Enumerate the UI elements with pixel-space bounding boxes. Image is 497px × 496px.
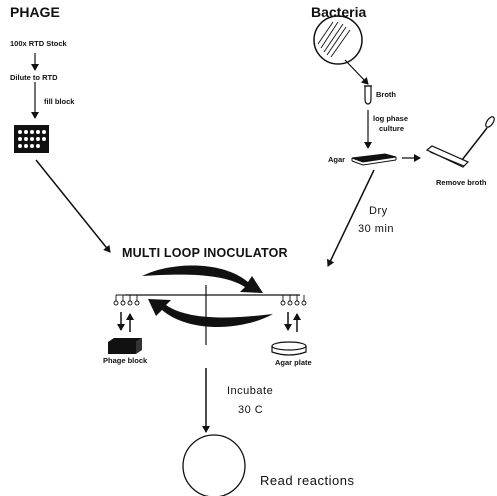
bacteria-title: Bacteria	[311, 4, 367, 20]
streak-plate	[313, 15, 363, 65]
fill-block-label: fill block	[44, 97, 75, 106]
result-plate	[182, 434, 246, 496]
agar-plate-dish	[271, 341, 307, 356]
stock-label: 100x RTD Stock	[10, 39, 67, 48]
incubate-temp-label: 30 C	[238, 404, 264, 416]
arrow-phage-to-inoculator	[35, 159, 111, 253]
broth-tube	[364, 85, 372, 105]
read-reactions-label: Read reactions	[260, 473, 355, 488]
arrow-agar-to-inoculator	[326, 169, 375, 267]
remove-broth-label: Remove broth	[436, 178, 487, 187]
dry-label: Dry	[369, 205, 388, 217]
inoculator-title: MULTI LOOP INOCULATOR	[122, 246, 288, 260]
dry-time-label: 30 min	[358, 223, 395, 235]
culture-label: culture	[379, 124, 405, 133]
phages-block-box	[108, 338, 142, 354]
arrow-plate-to-broth	[344, 59, 369, 85]
incubate-label: Incubate	[227, 385, 274, 397]
inoculator-swirl	[142, 265, 273, 327]
log-phase-label: log phase	[373, 114, 409, 123]
phage-96-well-block	[14, 125, 49, 153]
dilute-label: Dilute to RTD	[10, 73, 58, 82]
broth-label: Broth	[376, 90, 396, 99]
phage-block-label: Phage block	[103, 356, 148, 365]
tilted-plate	[425, 145, 470, 168]
agar-plate-side	[351, 153, 397, 166]
inoculator-bar	[113, 285, 307, 345]
phage-title: PHAGE	[10, 4, 60, 20]
agar-label: Agar	[328, 155, 346, 164]
pipette	[461, 116, 495, 161]
agar-plate-label: Agar plate	[275, 358, 312, 367]
